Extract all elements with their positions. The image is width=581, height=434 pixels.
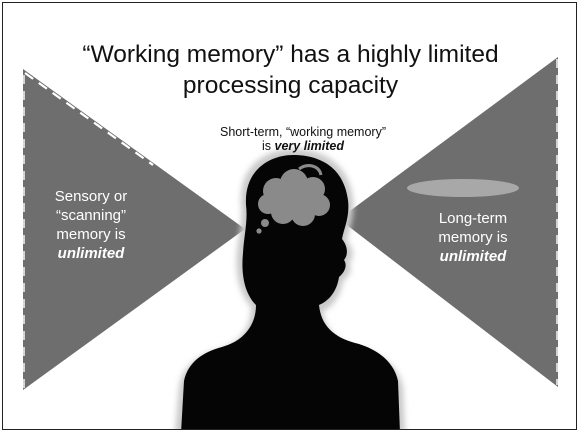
long-term-memory-label-emphasis: unlimited (439, 248, 507, 265)
working-memory-caption-prefix: is (262, 139, 275, 153)
long-term-memory-label-line: memory is (438, 229, 508, 246)
slide-title-line: “Working memory” has a highly limited (82, 41, 499, 68)
working-memory-caption: Short-term, “working memory” is very lim… (143, 125, 463, 153)
sensory-memory-wedge (23, 69, 245, 390)
sensory-memory-label: Sensory or “scanning” memory is unlimite… (31, 187, 151, 263)
slide-title: “Working memory” has a highly limited pr… (43, 39, 538, 101)
memory-diagram-art (23, 57, 558, 429)
sensory-memory-label-line: memory is (56, 226, 126, 243)
sensory-wedge-dashed-edge (24, 72, 154, 166)
working-memory-caption-line: Short-term, “working memory” (220, 125, 386, 139)
slide-title-line: processing capacity (182, 72, 399, 99)
working-memory-caption-line: is very limited (143, 139, 463, 153)
long-term-memory-wedge (339, 57, 558, 387)
sensory-memory-label-line: Sensory or (54, 188, 128, 205)
sensory-memory-label-emphasis: unlimited (57, 245, 125, 262)
slide: “Working memory” has a highly limited pr… (2, 2, 577, 430)
long-term-memory-label: Long-term memory is unlimited (403, 209, 543, 266)
long-term-memory-label-line: Long-term (438, 210, 508, 227)
head-silhouette-icon (181, 155, 400, 429)
sensory-memory-label-line: “scanning” (55, 207, 127, 224)
working-memory-caption-emphasis: very limited (274, 139, 344, 153)
thought-cloud-icon (256, 164, 330, 234)
long-term-memory-oval (407, 179, 519, 197)
